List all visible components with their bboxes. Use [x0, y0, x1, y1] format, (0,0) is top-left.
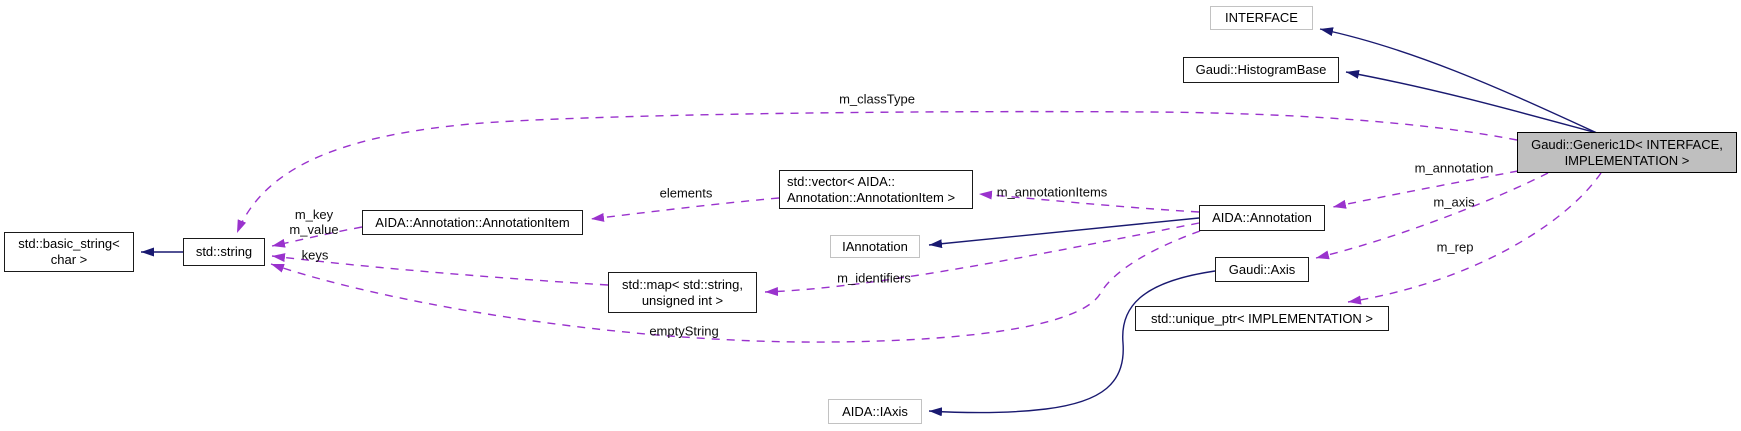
node-iannotation: IAnnotation	[830, 235, 920, 258]
edge-label-m-axis: m_axis	[1433, 194, 1475, 210]
edge-label-m-identifiers: m_identifiers	[837, 270, 911, 286]
edge-label-m-key-m-value: m_key m_value	[289, 207, 339, 237]
node-std-vector[interactable]: std::vector< AIDA:: Annotation::Annotati…	[779, 170, 973, 209]
edge-label-m-rep: m_rep	[1436, 239, 1474, 255]
edge-label-keys: keys	[301, 247, 329, 263]
edge-annotationitem-to-string	[271, 226, 363, 248]
node-std-unique-ptr[interactable]: std::unique_ptr< IMPLEMENTATION >	[1135, 306, 1389, 331]
node-aida-annotationitem[interactable]: AIDA::Annotation::AnnotationItem	[362, 210, 583, 235]
edge-axis-to-iaxis	[928, 270, 1216, 417]
edge-label-emptystring: emptyString	[649, 323, 719, 339]
edge-generic1d-to-annotation	[1332, 170, 1519, 209]
edge-vector-to-annotationitem	[590, 197, 780, 222]
edge-annotation-to-string-emptystring	[270, 230, 1201, 343]
node-gaudi-axis[interactable]: Gaudi::Axis	[1215, 257, 1309, 282]
node-std-basic-string[interactable]: std::basic_string< char >	[4, 232, 134, 272]
node-aida-iaxis: AIDA::IAxis	[828, 399, 922, 424]
edge-label-m-annotation: m_annotation	[1414, 160, 1494, 176]
edge-annotation-to-vector	[978, 190, 1200, 213]
edge-generic1d-to-interface	[1319, 27, 1598, 134]
edge-annotation-to-iannotation	[928, 217, 1200, 249]
edge-annotation-to-map	[764, 222, 1200, 297]
node-interface: INTERFACE	[1210, 6, 1313, 30]
edge-label-elements: elements	[659, 185, 713, 201]
node-gaudi-generic1d: Gaudi::Generic1D< INTERFACE, IMPLEMENTAT…	[1517, 132, 1737, 173]
edge-map-to-string-keys	[271, 253, 609, 286]
edge-label-m-classtype: m_classType	[839, 91, 915, 107]
node-aida-annotation[interactable]: AIDA::Annotation	[1199, 205, 1325, 231]
node-gaudi-histogrambase[interactable]: Gaudi::HistogramBase	[1183, 57, 1339, 83]
edge-generic1d-to-uniqueptr	[1347, 172, 1602, 305]
edge-label-m-annotationitems: m_annotationItems	[996, 184, 1108, 200]
node-std-string[interactable]: std::string	[183, 238, 265, 266]
edge-generic1d-to-histogrambase	[1345, 69, 1598, 134]
edge-generic1d-to-axis	[1315, 172, 1549, 260]
node-std-map[interactable]: std::map< std::string, unsigned int >	[608, 272, 757, 313]
